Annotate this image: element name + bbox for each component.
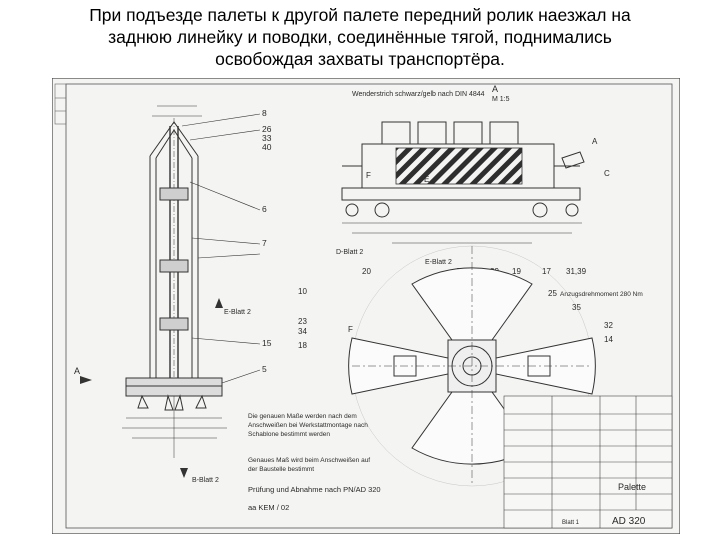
scale-label: M 1:5 xyxy=(492,96,510,103)
part-label: E xyxy=(424,175,429,184)
margin-strip xyxy=(54,83,67,125)
view-label-b: B-Blatt 2 xyxy=(192,477,219,484)
part-label: 14 xyxy=(604,335,613,344)
part-label: 19 xyxy=(512,267,521,276)
part-label: 40 xyxy=(262,142,272,152)
note-line: Schablone bestimmt werden xyxy=(248,431,330,438)
part-label: 23 xyxy=(298,317,307,326)
part-label: 15 xyxy=(262,338,272,348)
top-view-labels: Wenderstrich schwarz/gelb nach DIN 4844 … xyxy=(336,84,510,266)
part-label: A xyxy=(592,137,598,146)
part-label: 6 xyxy=(262,204,267,214)
view-label-e-left: E-Blatt 2 xyxy=(224,309,251,316)
section-label-a: A xyxy=(492,84,498,94)
part-label: F xyxy=(366,171,371,180)
part-label: 5 xyxy=(262,364,267,374)
view-label-d: D-Blatt 2 xyxy=(336,249,363,256)
side-view-carriage xyxy=(341,121,585,244)
note-line: Genaues Maß wird beim Anschweißen auf xyxy=(248,457,370,464)
note-line: Anschweißen bei Werkstattmontage nach xyxy=(248,422,368,429)
slide-caption: При подъезде палеты к другой палете пере… xyxy=(20,4,700,70)
part-label: 33 xyxy=(262,133,272,143)
part-label: C xyxy=(604,169,610,178)
note-kem: aa KEM / 02 xyxy=(248,503,289,512)
title-name: Palette xyxy=(618,482,646,492)
part-numbers-left: 8 26 33 40 6 7 15 5 xyxy=(262,108,272,374)
drawing-border xyxy=(65,83,673,529)
part-label: 25 xyxy=(548,289,557,298)
note-line: Die genauen Maße werden nach dem xyxy=(248,413,357,420)
part-label: 26 xyxy=(262,124,272,134)
technical-drawing: 8 26 33 40 6 7 15 5 A E-Blatt 2 B-Blatt … xyxy=(52,78,680,534)
part-label: 31,39 xyxy=(566,267,587,276)
part-label: 20 xyxy=(362,267,371,276)
part-label: 7 xyxy=(262,238,267,248)
note-line: der Baustelle bestimmt xyxy=(248,466,314,473)
title-code: AD 320 xyxy=(612,516,646,527)
warning-stripe-hatch xyxy=(395,147,523,185)
caption-line-3: освобождая захваты транспортёра. xyxy=(215,49,505,69)
leader-lines-left xyxy=(181,113,261,384)
note-warning-stripe: Wenderstrich schwarz/gelb nach DIN 4844 xyxy=(352,91,485,98)
section-arrow-label: A xyxy=(74,366,80,376)
note-torque: Anzugsdrehmoment 280 Nm xyxy=(560,291,643,298)
part-label: F xyxy=(348,325,353,334)
notes-block: Die genauen Maße werden nach dem Anschwe… xyxy=(248,413,381,512)
view-label-e-top: E-Blatt 2 xyxy=(425,259,452,266)
part-label: 17 xyxy=(542,267,551,276)
view-markers-left: A E-Blatt 2 B-Blatt 2 xyxy=(74,298,251,484)
part-label: 32 xyxy=(604,321,613,330)
part-label: 8 xyxy=(262,108,267,118)
part-numbers-top: F E C A xyxy=(366,137,610,184)
part-label: 35 xyxy=(572,303,581,312)
note-inspection: Prüfung und Abnahme nach PN/AD 320 xyxy=(248,485,381,494)
front-view-frame xyxy=(122,105,227,458)
title-sheet: Blatt 1 xyxy=(562,520,580,526)
part-label: 18 xyxy=(298,341,307,350)
drawing-canvas: 8 26 33 40 6 7 15 5 A E-Blatt 2 B-Blatt … xyxy=(52,78,680,534)
caption-line-2: заднюю линейку и поводки, соединённые тя… xyxy=(108,27,612,47)
pallet-plan-view xyxy=(348,245,596,487)
part-label: 34 xyxy=(298,327,307,336)
caption-line-1: При подъезде палеты к другой палете пере… xyxy=(89,5,631,25)
part-numbers-mid: 10 23 34 18 F 25 35 32 14 xyxy=(298,287,613,350)
part-label: 10 xyxy=(298,287,307,296)
title-block xyxy=(503,395,673,529)
